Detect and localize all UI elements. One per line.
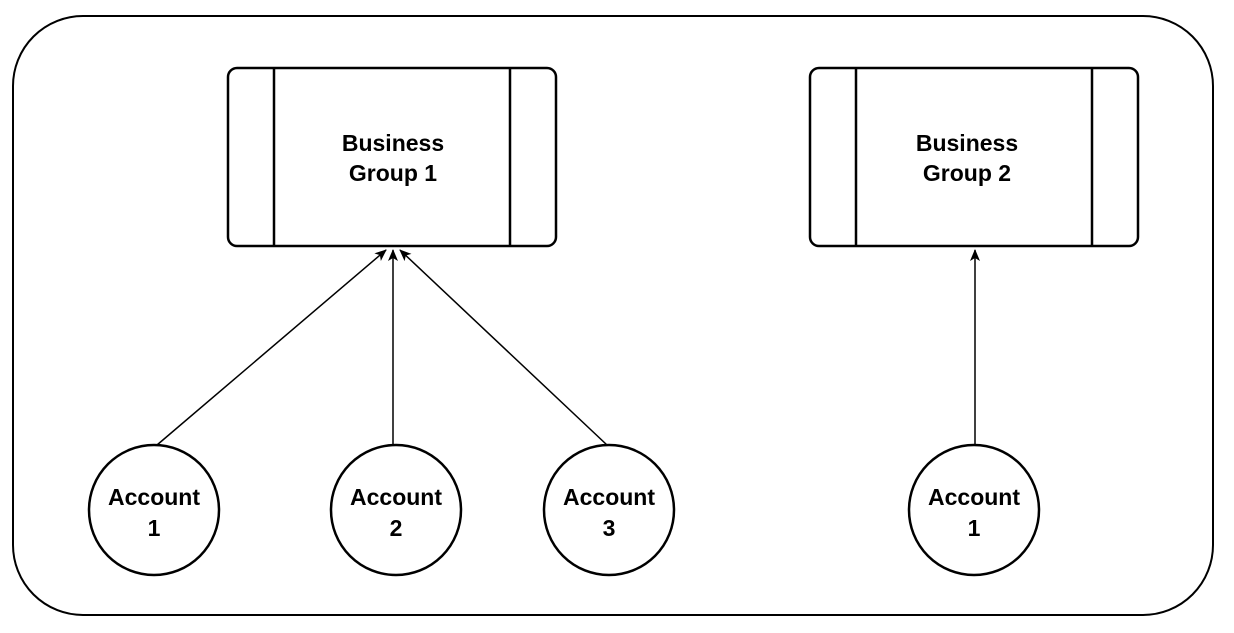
business-group-1-label-line1: Business: [342, 130, 444, 156]
edge-account-3-to-business-group-1: [399, 249, 608, 446]
account-1-label-line2: 1: [148, 515, 161, 541]
edge-account-1-to-business-group-1: [156, 249, 387, 446]
business-group-1-node[interactable]: Business Group 1: [226, 66, 558, 248]
account-3-node[interactable]: Account 3: [542, 443, 676, 577]
account-4-node[interactable]: Account 1: [907, 443, 1041, 577]
account-3-circle: [542, 443, 676, 577]
account-1-circle: [87, 443, 221, 577]
account-2-node[interactable]: Account 2: [329, 443, 463, 577]
edges: [156, 249, 980, 446]
business-group-2-label-line2: Group 2: [923, 160, 1011, 186]
account-2-label-line2: 2: [390, 515, 403, 541]
account-3-label-line2: 3: [603, 515, 616, 541]
account-2-circle: [329, 443, 463, 577]
business-group-1-box: [226, 66, 558, 248]
account-4-label-line2: 1: [968, 515, 981, 541]
business-group-2-box: [808, 66, 1140, 248]
business-group-2-node[interactable]: Business Group 2: [808, 66, 1140, 248]
account-3-label-line1: Account: [563, 484, 655, 510]
business-group-1-label-line2: Group 1: [349, 160, 437, 186]
account-2-label-line1: Account: [350, 484, 442, 510]
account-1-node[interactable]: Account 1: [87, 443, 221, 577]
business-group-2-label-line1: Business: [916, 130, 1018, 156]
account-1-label-line1: Account: [108, 484, 200, 510]
account-4-label-line1: Account: [928, 484, 1020, 510]
account-4-circle: [907, 443, 1041, 577]
